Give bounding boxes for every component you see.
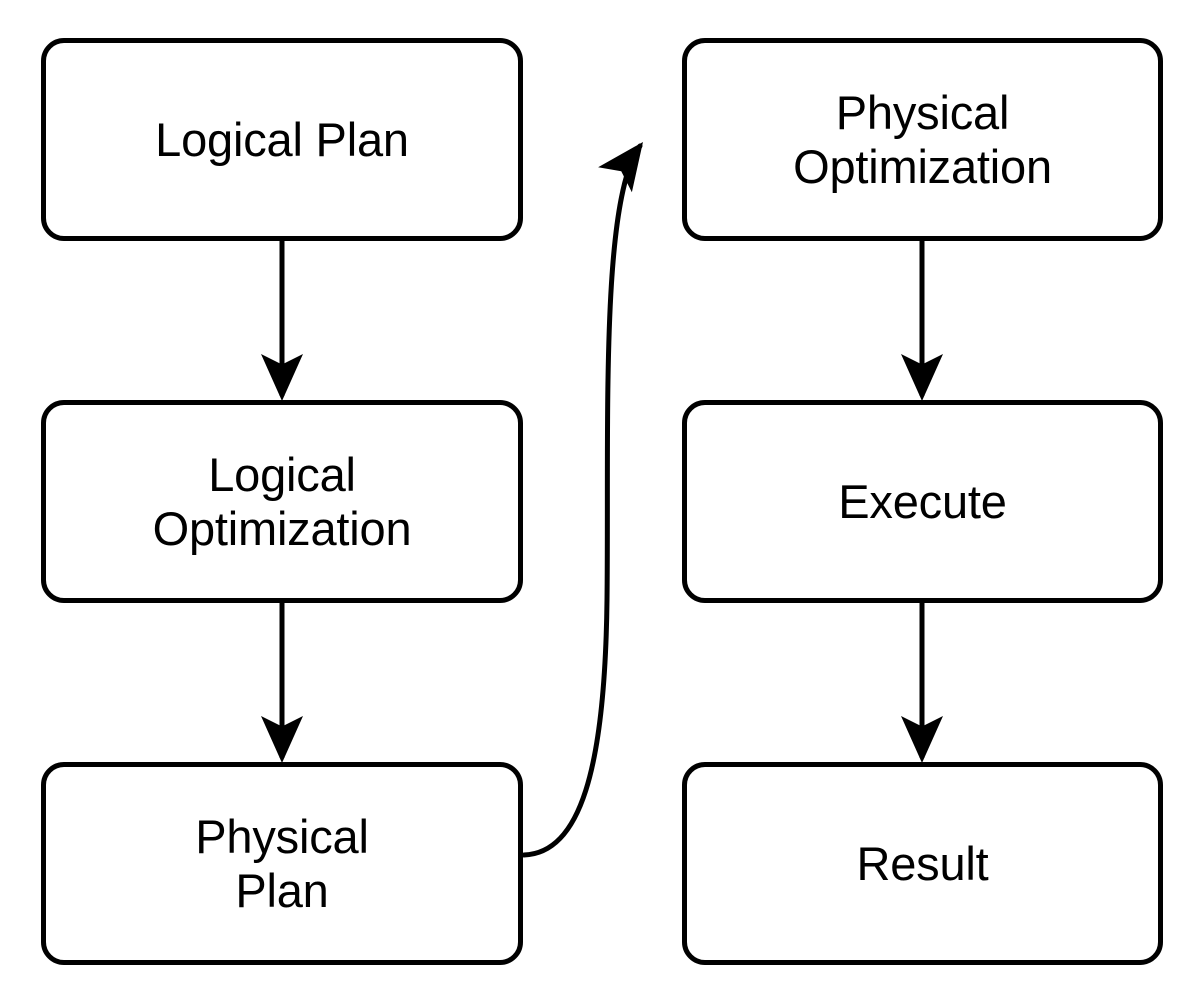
edge-physical-plan-to-physical-optimization <box>521 141 643 858</box>
node-result-label: Result <box>856 836 989 890</box>
node-execute-label: Execute <box>838 474 1007 528</box>
node-logical-plan[interactable]: Logical Plan <box>41 38 523 241</box>
node-physical-plan-label: Physical Plan <box>195 810 369 917</box>
node-logical-optimization[interactable]: Logical Optimization <box>41 400 523 603</box>
node-logical-optimization-label: Logical Optimization <box>152 448 412 555</box>
node-result[interactable]: Result <box>682 762 1163 965</box>
node-logical-plan-label: Logical Plan <box>155 112 409 166</box>
node-physical-plan[interactable]: Physical Plan <box>41 762 523 965</box>
node-execute[interactable]: Execute <box>682 400 1163 603</box>
node-physical-optimization-label: Physical Optimization <box>793 86 1052 193</box>
node-physical-optimization[interactable]: Physical Optimization <box>682 38 1163 241</box>
